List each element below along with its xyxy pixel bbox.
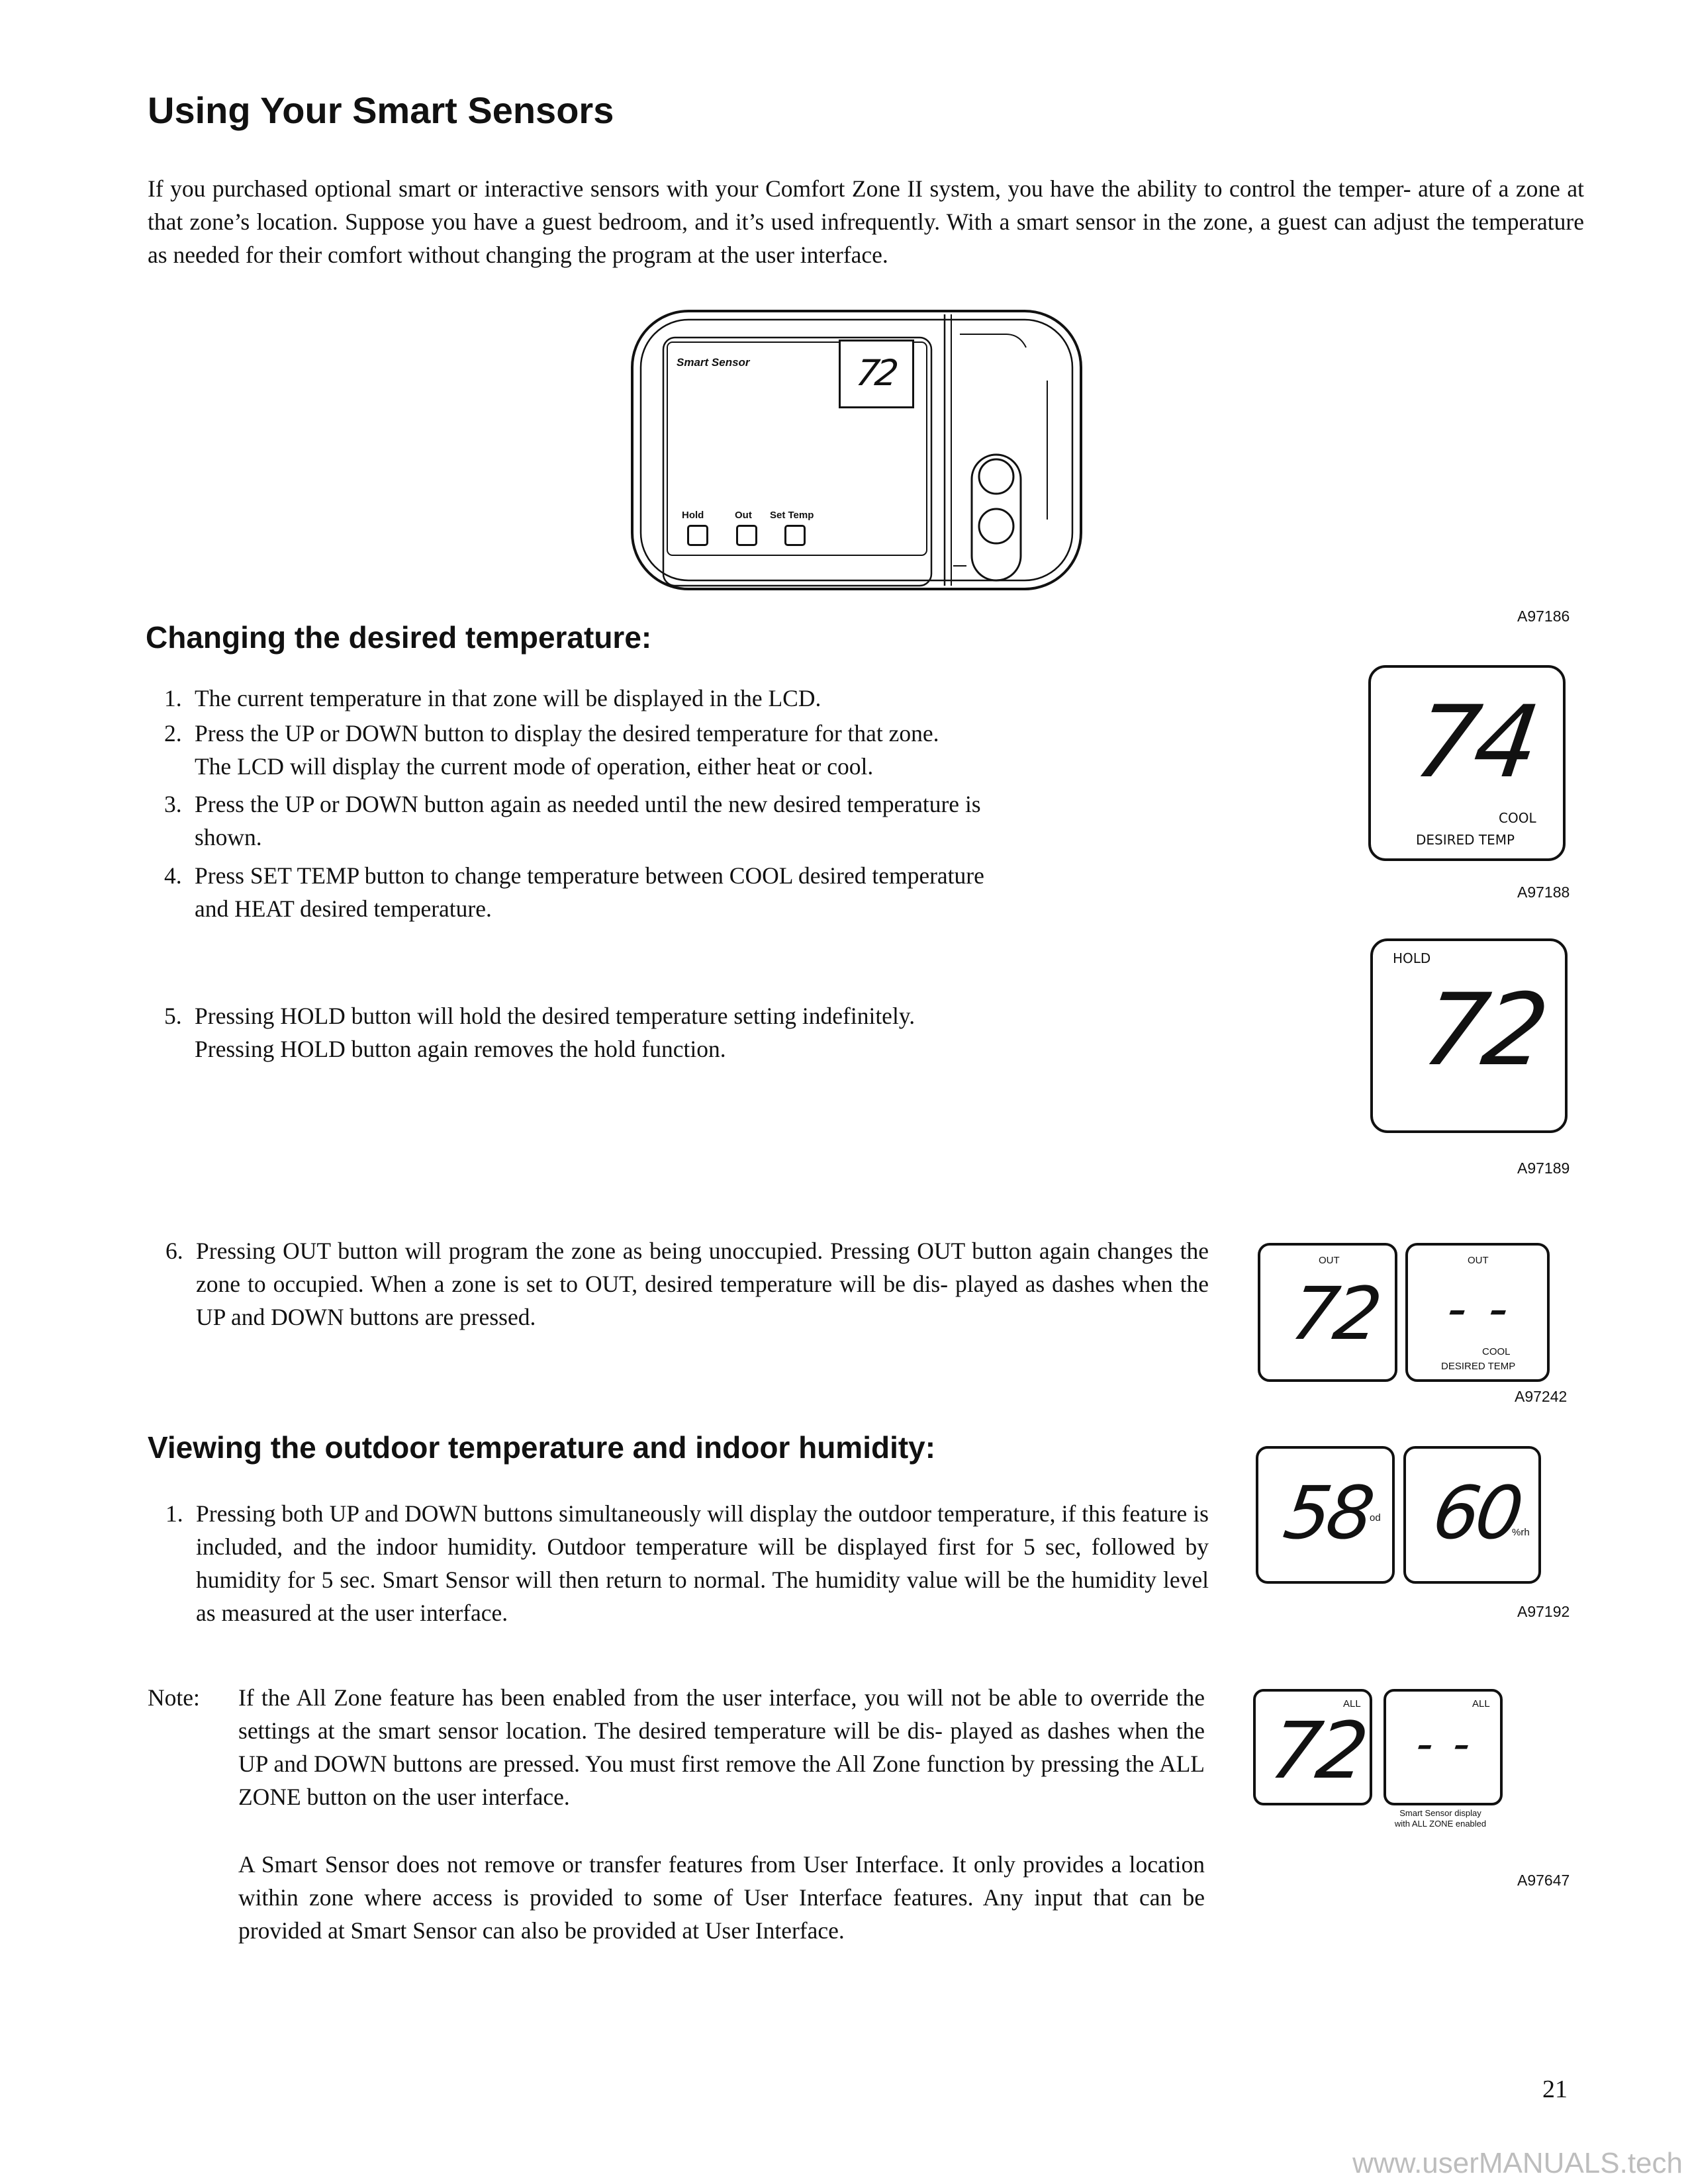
lcd-all-right-badge: ALL <box>1472 1698 1490 1709</box>
smart-sensor-device-illustration <box>631 310 1082 590</box>
device-label: Smart Sensor <box>677 356 750 369</box>
lcd-all-left-value: 72 <box>1265 1705 1370 1796</box>
device-display: 72 <box>839 340 914 408</box>
step-2: 2. Press the UP or DOWN button to displa… <box>164 720 939 780</box>
figure-id-cool: A97188 <box>1517 884 1570 901</box>
lcd-out-right-badge: OUT <box>1468 1255 1489 1266</box>
note-paragraph-1: If the All Zone feature has been enabled… <box>238 1684 1205 1810</box>
note-paragraph-2: A Smart Sensor does not remove or transf… <box>238 1851 1205 1944</box>
lcd-out-left: OUT 72 <box>1258 1243 1397 1382</box>
device-out-label: Out <box>735 510 752 521</box>
lcd-outdoor-temp-unit: od <box>1370 1512 1381 1524</box>
section-heading-desired-temp: Changing the desired temperature: <box>146 620 652 655</box>
figure-id-allzone: A97647 <box>1517 1872 1570 1889</box>
lcd-out-right-mode: COOL <box>1482 1346 1511 1357</box>
section-heading-outdoor: Viewing the outdoor temperature and indo… <box>148 1430 936 1465</box>
device-hold-button <box>687 525 708 546</box>
lcd-out-right-value: - - <box>1443 1278 1515 1340</box>
lcd-all-caption: Smart Sensor display with ALL ZONE enabl… <box>1394 1808 1487 1829</box>
figure-id-outdoor: A97192 <box>1517 1603 1570 1620</box>
intro-paragraph: If you purchased optional smart or inter… <box>148 175 1584 268</box>
lcd-cool-mode: COOL <box>1499 810 1536 826</box>
lcd-hold-badge: HOLD <box>1393 950 1431 966</box>
device-hold-label: Hold <box>682 510 704 521</box>
note-label: Note: <box>148 1684 200 1711</box>
lcd-out-left-badge: OUT <box>1319 1255 1340 1266</box>
figure-id-hold: A97189 <box>1517 1160 1570 1177</box>
lcd-hold: HOLD 72 <box>1370 938 1568 1133</box>
lcd-outdoor-temp-value: 58 <box>1279 1471 1376 1555</box>
lcd-indoor-humidity: 60 %rh <box>1403 1446 1541 1584</box>
lcd-outdoor-temp: 58 od <box>1256 1446 1395 1584</box>
device-set-temp-label: Set Temp <box>770 510 814 521</box>
lcd-all-left: ALL 72 <box>1253 1689 1372 1805</box>
lcd-humidity-unit: %rh <box>1512 1527 1530 1538</box>
step-3: 3. Press the UP or DOWN button again as … <box>164 791 981 850</box>
device-set-temp-button <box>784 525 806 546</box>
lcd-all-right-value: - - <box>1413 1717 1477 1771</box>
figure-id-out: A97242 <box>1515 1388 1568 1405</box>
page-number: 21 <box>1542 2075 1568 2103</box>
lcd-cool-desired-temp: 74 COOL DESIRED TEMP <box>1368 665 1566 861</box>
lcd-humidity-value: 60 <box>1428 1471 1524 1555</box>
page-title: Using Your Smart Sensors <box>148 89 614 131</box>
lcd-hold-value: 72 <box>1416 973 1552 1088</box>
device-display-value: 72 <box>853 352 898 394</box>
lcd-cool-value: 74 <box>1407 685 1543 800</box>
step-6: 6. Pressing OUT button will program the … <box>165 1238 1209 1330</box>
lcd-out-left-value: 72 <box>1286 1271 1383 1356</box>
watermark: www.userMANUALS.tech <box>1352 2147 1683 2179</box>
step-4: 4. Press SET TEMP button to change tempe… <box>164 862 984 922</box>
device-out-button <box>736 525 757 546</box>
lcd-out-right: OUT - - COOL DESIRED TEMP <box>1405 1243 1550 1382</box>
lcd-all-right: ALL - - <box>1383 1689 1503 1805</box>
lcd-all-left-badge: ALL <box>1343 1698 1361 1709</box>
lcd-cool-caption: DESIRED TEMP <box>1416 832 1515 848</box>
section2-step-1: 1. Pressing both UP and DOWN buttons sim… <box>165 1500 1209 1626</box>
lcd-out-right-caption: DESIRED TEMP <box>1441 1361 1516 1372</box>
step-5: 5. Pressing HOLD button will hold the de… <box>164 1003 915 1062</box>
figure-id-device: A97186 <box>1517 608 1570 625</box>
